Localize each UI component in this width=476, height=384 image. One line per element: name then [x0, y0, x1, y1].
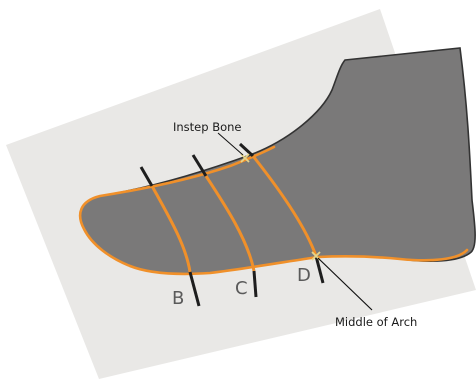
- line-b-curve: [150, 185, 192, 273]
- line-d-top-tick: [238, 142, 255, 158]
- line-b-bottom-tick: [188, 271, 201, 307]
- arch-leader-line: [317, 257, 373, 311]
- line-c-label: C: [235, 278, 248, 299]
- instep-leader-line: [217, 132, 244, 156]
- instep-bone-label: Instep Bone: [173, 120, 242, 134]
- line-d-bottom-tick: [314, 255, 325, 284]
- middle-of-arch-label: Middle of Arch: [335, 315, 417, 329]
- line-d-label: D: [297, 265, 311, 286]
- sole-outline: [78, 145, 469, 276]
- line-b-label: B: [172, 288, 184, 309]
- instep-marker-icon: [240, 153, 250, 163]
- line-c-curve: [204, 175, 256, 272]
- line-b-top-tick: [139, 166, 154, 187]
- line-c-bottom-tick: [252, 270, 258, 298]
- line-d-curve: [251, 155, 318, 257]
- line-c-top-tick: [191, 154, 208, 177]
